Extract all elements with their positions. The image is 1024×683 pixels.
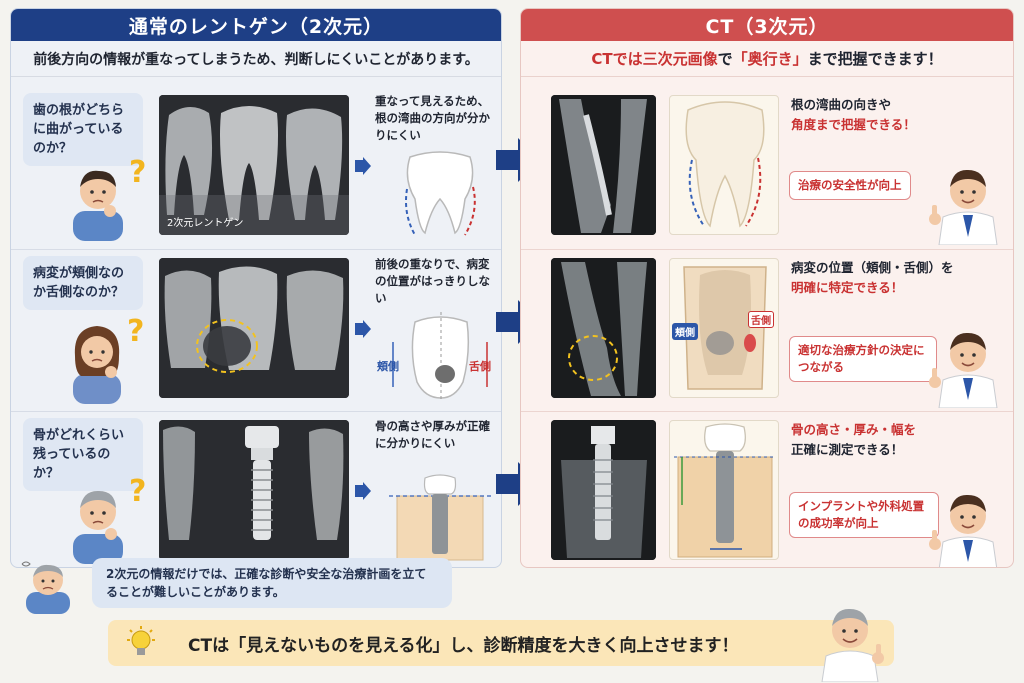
row-lesion-position-3d: 頬側 舌側 病変の位置（頬側・舌側）を 明確に特定できる！ 適切な治療方針の決定… [521,249,1013,408]
xray-image-implant [159,420,349,560]
panel-3d-ct: CT（3次元） CTでは三次元画像で「奥行き」まで把握できます！ 根の湾曲の向き… [520,8,1014,568]
label-lingual: 舌側 [748,311,774,328]
worried-man-icon [73,170,123,241]
arrow-right-icon [355,157,371,175]
xray-caption: 2次元レントゲン [167,218,244,229]
worried-woman-icon [73,326,121,404]
xray-image-molars: 2次元レントゲン [159,95,349,235]
question-bubble: 病変が頬側なのか舌側なのか？ [23,256,143,310]
row-bone-volume-2d: 骨がどれくらい残っているのか？ ? [11,411,501,567]
question-mark-icon: ? [129,155,147,190]
lesion-diagram-icon [392,312,488,402]
worried-elder-man-icon [73,490,123,564]
panel-3d-title: CT（3次元） [521,9,1013,41]
worried-elder-man-icon [21,561,70,614]
panel-2d-subtitle: 前後方向の情報が重なってしまうため、判断しにくいことがあります。 [11,41,501,77]
benefit-pill: 適切な治療方針の決定につながる [789,336,937,382]
conclusion-text: CTは「見えないものを見える化」し、診断精度を大きく向上させます！ [188,635,739,656]
xray-image-lesion [159,258,349,398]
question-bubble: 歯の根がどちらに曲がっているのか？ [23,93,143,166]
ct-benefit-note: 病変の位置（頬側・舌側）を 明確に特定できる！ [791,260,954,295]
panel-2d-xray: 通常のレントゲン（2次元） 前後方向の情報が重なってしまうため、判断しにくいこと… [10,8,502,568]
question-mark-icon: ? [127,314,145,349]
ct-benefit-note: 骨の高さ・厚み・幅を 正確に測定できる！ [791,422,917,457]
explanation-note: 骨の高さや厚みが正確に分かりにくい [375,419,490,450]
ct-benefit-note: 根の湾曲の向きや 角度まで把握できる！ [791,97,916,132]
doctor-thumbs-up-icon [821,608,884,682]
label-buccal: 頬側 [377,360,399,373]
panel-3d-subtitle: CTでは三次元画像で「奥行き」まで把握できます！ [521,41,1013,77]
implant-3d-illustration [669,420,779,560]
question-bubble: 骨がどれくらい残っているのか？ [23,418,143,491]
lightbulb-icon [127,626,155,655]
arrow-right-icon [355,320,371,338]
benefit-pill: インプラントや外科処置の成功率が向上 [789,492,939,538]
doctor-thumbs-up-icon [929,169,998,245]
label-lingual: 舌側 [469,360,491,373]
question-mark-icon: ? [129,474,147,509]
ct-image-root [551,95,656,235]
row-lesion-position-2d: 病変が頬側なのか舌側なのか？ ? 前後の重なりで、病変の位置がはっきりしない [11,249,501,407]
conclusion-banner: CTは「見えないものを見える化」し、診断精度を大きく向上させます！ [108,620,894,666]
tooth-root-diagram-icon [405,151,476,236]
limitation-note: 2次元の情報だけでは、正確な診断や安全な治療計画を立てることが難しいことがありま… [92,558,452,608]
doctor-thumbs-up-icon [929,494,998,567]
row-root-curvature-3d: 根の湾曲の向きや 角度まで把握できる！ 治療の安全性が向上 [521,87,1013,245]
arrow-right-icon [355,482,371,500]
row-bone-volume-3d: 骨の高さ・厚み・幅を 正確に測定できる！ インプラントや外科処置の成功率が向上 [521,411,1013,567]
doctor-thumbs-up-icon [929,332,998,408]
tooth-3d-illustration [669,95,779,235]
ct-image-implant [551,420,656,560]
jaw-cross-section-illustration: 頬側 舌側 [669,258,779,398]
benefit-pill: 治療の安全性が向上 [789,171,911,200]
implant-bone-diagram-icon [389,474,491,561]
label-buccal: 頬側 [672,323,698,340]
row-root-curvature-2d: 歯の根がどちらに曲がっているのか？ ? 2次元レントゲン 重なって見えるため、根… [11,87,501,245]
explanation-note: 重なって見えるため、根の湾曲の方向が分かりにくい [375,94,490,142]
panel-2d-title: 通常のレントゲン（2次元） [11,9,501,41]
ct-image-lesion [551,258,656,398]
explanation-note: 前後の重なりで、病変の位置がはっきりしない [375,257,490,305]
